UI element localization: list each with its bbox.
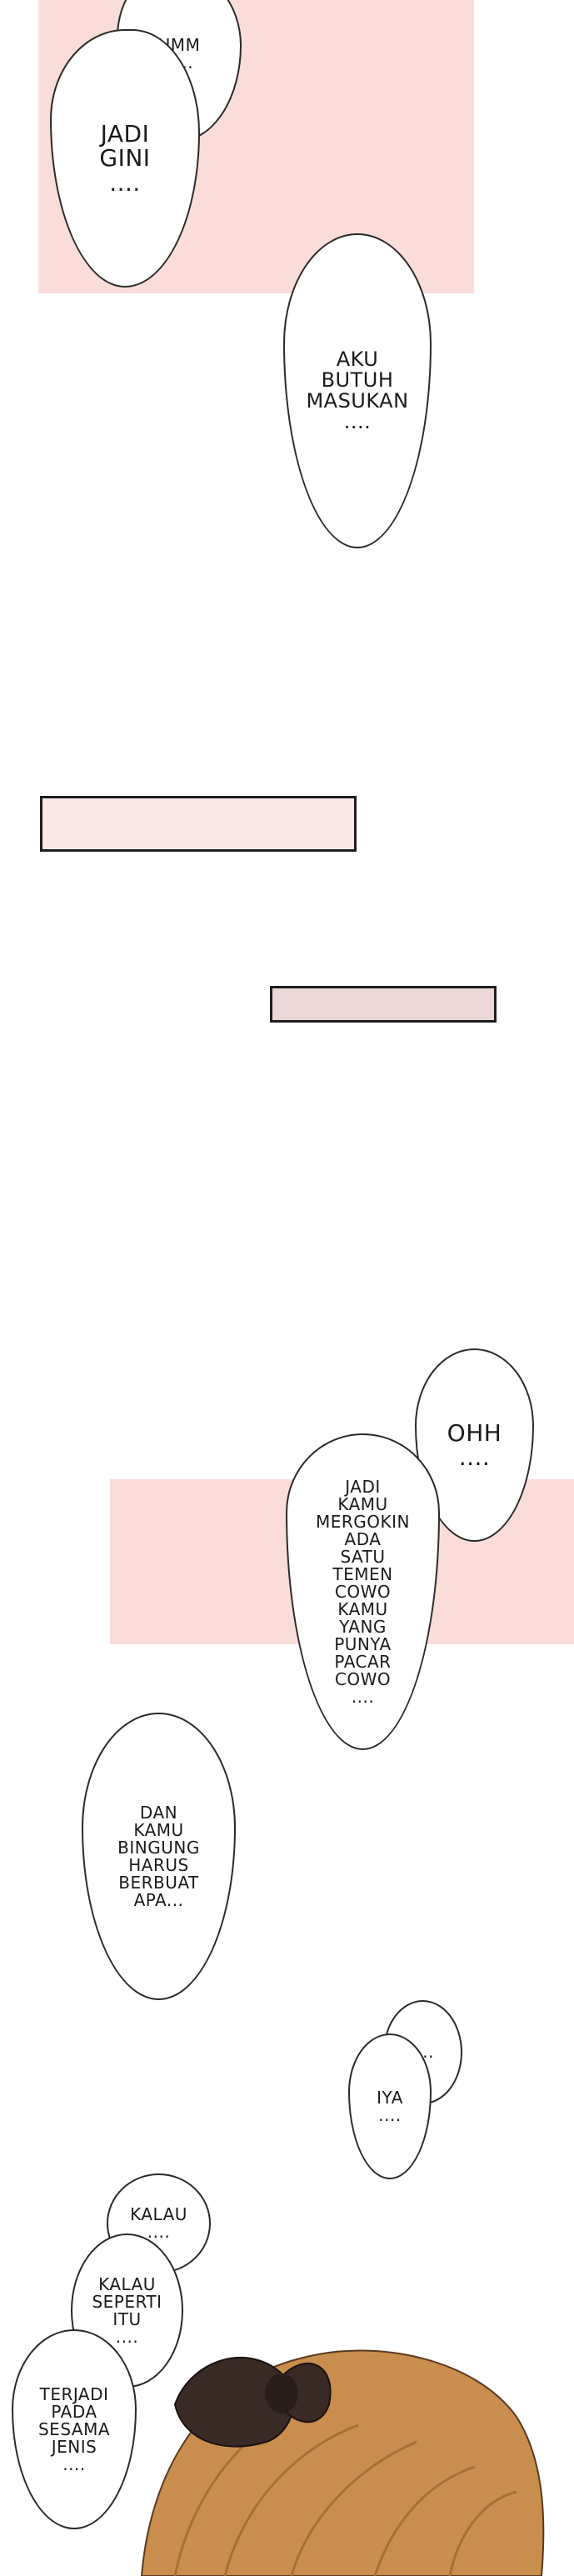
- character-hair-illustration: [125, 2325, 550, 2576]
- bubble-line: ....: [62, 2453, 86, 2474]
- bubble-line: BERBUAT: [118, 1872, 199, 1893]
- bubble-line: JENIS: [51, 2436, 97, 2457]
- bubble-line: HARUS: [128, 1854, 189, 1875]
- bubble-line: COWO: [334, 1668, 392, 1689]
- bubble-line: KAMU: [337, 1493, 388, 1514]
- bubble-line: MERGOKIN: [315, 1511, 410, 1532]
- bubble-line: OHH: [447, 1418, 502, 1447]
- bubble-line: TERJADI: [39, 2383, 109, 2404]
- bubble-line: KAMU: [337, 1598, 388, 1619]
- bubble-line: BUTUH: [321, 368, 394, 392]
- hair-drawing: [140, 2349, 545, 2576]
- bubble-line: GINI: [99, 144, 151, 173]
- bubble-line: ITU: [112, 2308, 142, 2329]
- bubble-line: ....: [458, 1443, 491, 1471]
- bubble-line: SESAMA: [37, 2418, 111, 2439]
- bubble-line: TEMEN: [332, 1563, 393, 1584]
- bubble-line: ....: [378, 2104, 402, 2125]
- bubble-line: BINGUNG: [117, 1837, 200, 1858]
- speech-bubble-aku-butuh-masukan: AKU BUTUH MASUKAN ....: [283, 233, 432, 548]
- bubble-line: AKU: [336, 347, 379, 371]
- bubble-line: KAMU: [133, 1819, 184, 1840]
- bubble-line: IYA: [377, 2087, 403, 2108]
- bubble-line: ....: [351, 1686, 375, 1707]
- bubble-line: PUNYA: [334, 1633, 392, 1654]
- speech-bubble-iya: IYA ....: [348, 2033, 432, 2179]
- bubble-line: ADA: [344, 1528, 382, 1549]
- bubble-line: COWO: [334, 1581, 392, 1602]
- speech-bubble-terjadi-pada-sesama-jenis: TERJADI PADA SESAMA JENIS ....: [12, 2329, 137, 2529]
- bubble-line: PACAR: [334, 1651, 392, 1672]
- bubble-line: PADA: [51, 2401, 97, 2422]
- bubble-line: SATU: [340, 1546, 386, 1567]
- bubble-line: KALAU: [98, 2273, 156, 2294]
- bubble-line: ....: [343, 410, 372, 434]
- bubble-line: JADI: [100, 119, 150, 148]
- bubble-line: ....: [109, 168, 141, 197]
- caption-box: [40, 796, 357, 852]
- bubble-line: JADI: [345, 1476, 381, 1497]
- bubble-line: ....: [147, 2222, 171, 2242]
- bubble-line: ....: [115, 2326, 139, 2347]
- speech-bubble-jadi-kamu-mergokin: JADI KAMU MERGOKIN ADA SATU TEMEN COWO K…: [286, 1433, 440, 1750]
- bubble-line: MASUKAN: [306, 389, 409, 413]
- speech-bubble-dan-kamu-bingung: DAN KAMU BINGUNG HARUS BERBUAT APA...: [82, 1713, 236, 2000]
- bubble-line: KALAU: [130, 2204, 187, 2224]
- bubble-line: DAN: [139, 1802, 178, 1823]
- bubble-line: APA...: [133, 1889, 184, 1910]
- bubble-line: YANG: [339, 1616, 387, 1637]
- caption-box: [270, 986, 497, 1023]
- bubble-line: SEPERTI: [92, 2291, 162, 2312]
